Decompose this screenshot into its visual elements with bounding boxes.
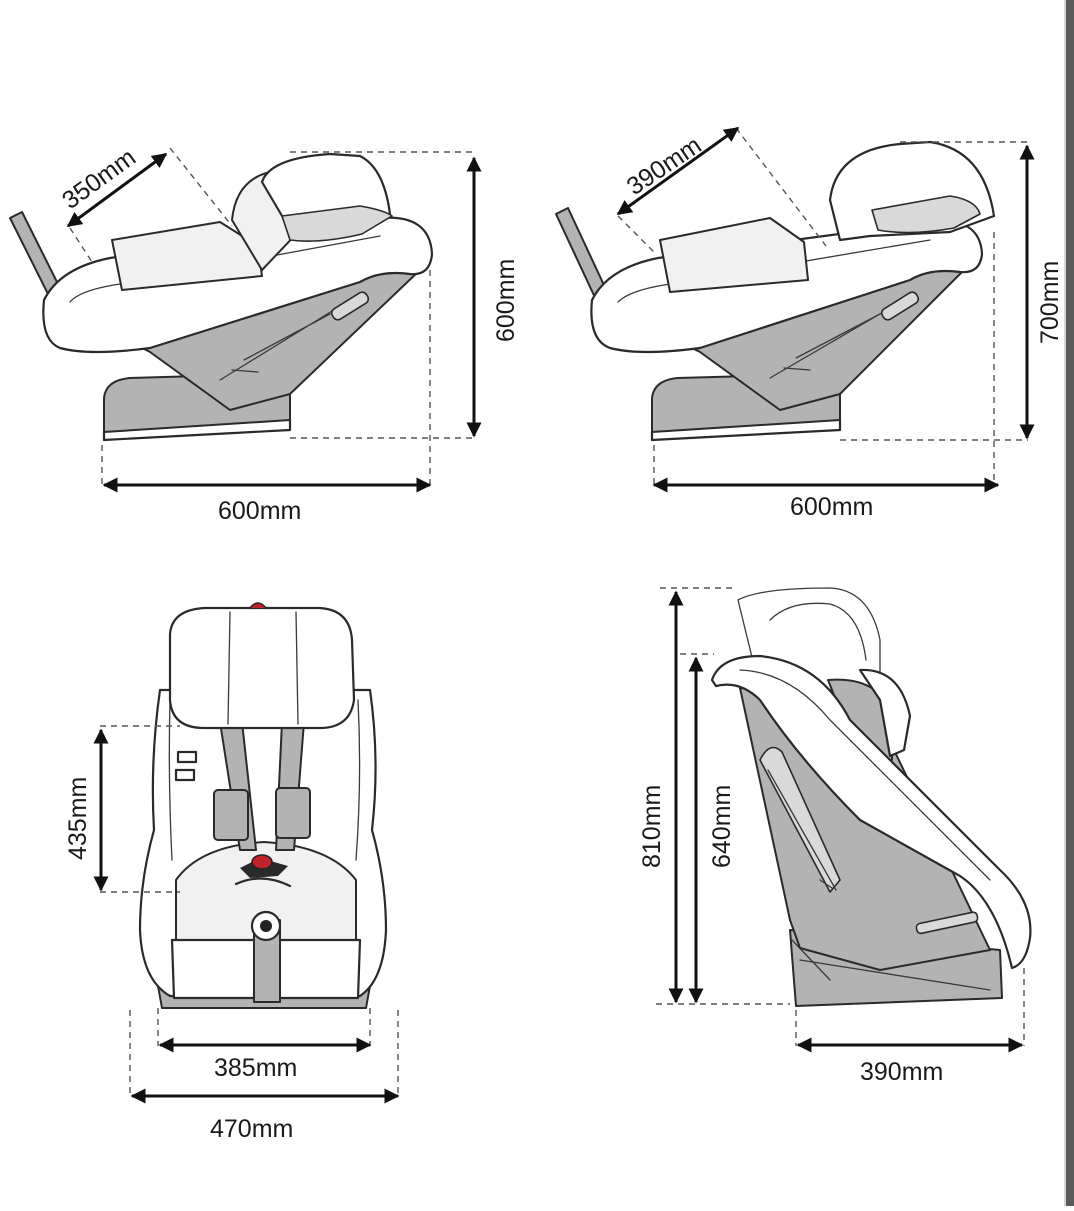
recline-high-width-label: 600mm [790, 493, 873, 521]
recline-high-diagonal-label: 390mm [622, 131, 707, 201]
side-view: 810mm 640mm 390mm [638, 587, 1032, 1086]
shoulder-pad-left [213, 789, 249, 841]
recline-low-width-label: 600mm [218, 497, 301, 525]
buckle-icon [251, 854, 273, 870]
front-headrest [168, 606, 356, 730]
front-inner-width-label: 385mm [214, 1054, 297, 1082]
side-depth-label: 390mm [860, 1058, 943, 1086]
page-edge-highlight [1064, 0, 1066, 1206]
side-shell [710, 654, 1032, 970]
recline-high-view: 600mm 700mm 390mm [555, 126, 1064, 521]
front-outer-width-label: 470mm [210, 1115, 293, 1143]
seat-shell [42, 216, 434, 354]
front-harness-label: 435mm [64, 777, 92, 860]
front-cushion [175, 841, 357, 941]
front-view: 435mm 385mm 470mm [64, 602, 400, 1143]
recline-high-height-label: 700mm [1036, 261, 1064, 344]
side-total-height-label: 810mm [638, 785, 666, 868]
recline-low-view: 600mm 600mm 350mm [9, 143, 520, 525]
seat-pad-2 [659, 217, 809, 293]
scrollbar-track[interactable] [1066, 0, 1074, 1206]
recline-low-height-label: 600mm [492, 259, 520, 342]
shoulder-pad-right [275, 787, 311, 839]
side-seat-height-label: 640mm [708, 785, 736, 868]
